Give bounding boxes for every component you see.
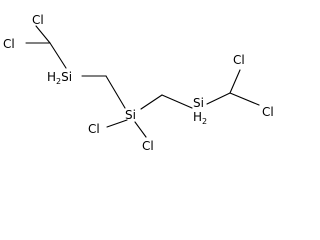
bond-c3-si3 xyxy=(161,94,193,109)
bond-si2-cl4 xyxy=(134,121,147,138)
atom-si1-hydrogen: H xyxy=(47,70,56,84)
atom-si1-hcount: 2 xyxy=(56,77,61,86)
atoms: Cl Cl H2Si Si Cl Cl Si H2 Cl Cl xyxy=(3,13,274,153)
atom-si3-h: H xyxy=(193,110,202,124)
bond-c1-si1 xyxy=(49,42,67,69)
bond-si2-cl3 xyxy=(106,119,128,128)
structure-diagram: Cl Cl H2Si Si Cl Cl Si H2 Cl Cl xyxy=(3,13,274,153)
bond-cl1-c1 xyxy=(35,25,51,44)
atom-si2: Si xyxy=(125,108,136,122)
atom-cl2: Cl xyxy=(3,37,15,51)
atom-si1: H2Si xyxy=(47,70,72,86)
atom-cl5: Cl xyxy=(233,53,245,67)
bonds xyxy=(25,25,260,138)
atom-cl1: Cl xyxy=(32,13,44,27)
bond-c2-si2 xyxy=(105,75,126,109)
bond-c4-cl5 xyxy=(229,69,241,94)
atom-cl3: Cl xyxy=(88,122,100,136)
bond-si2-c3 xyxy=(140,94,163,110)
atom-si3: Si H2 xyxy=(193,96,207,126)
atom-si3-hcount: 2 xyxy=(202,117,207,126)
atom-si3-hydrogen: H2 xyxy=(193,110,207,126)
atom-si3-symbol: Si xyxy=(193,96,204,110)
atom-cl4: Cl xyxy=(142,139,154,153)
bond-si3-c4 xyxy=(206,92,231,105)
atom-si1-symbol: Si xyxy=(61,70,72,84)
bond-c4-cl6 xyxy=(229,92,260,106)
atom-cl6: Cl xyxy=(262,105,274,119)
